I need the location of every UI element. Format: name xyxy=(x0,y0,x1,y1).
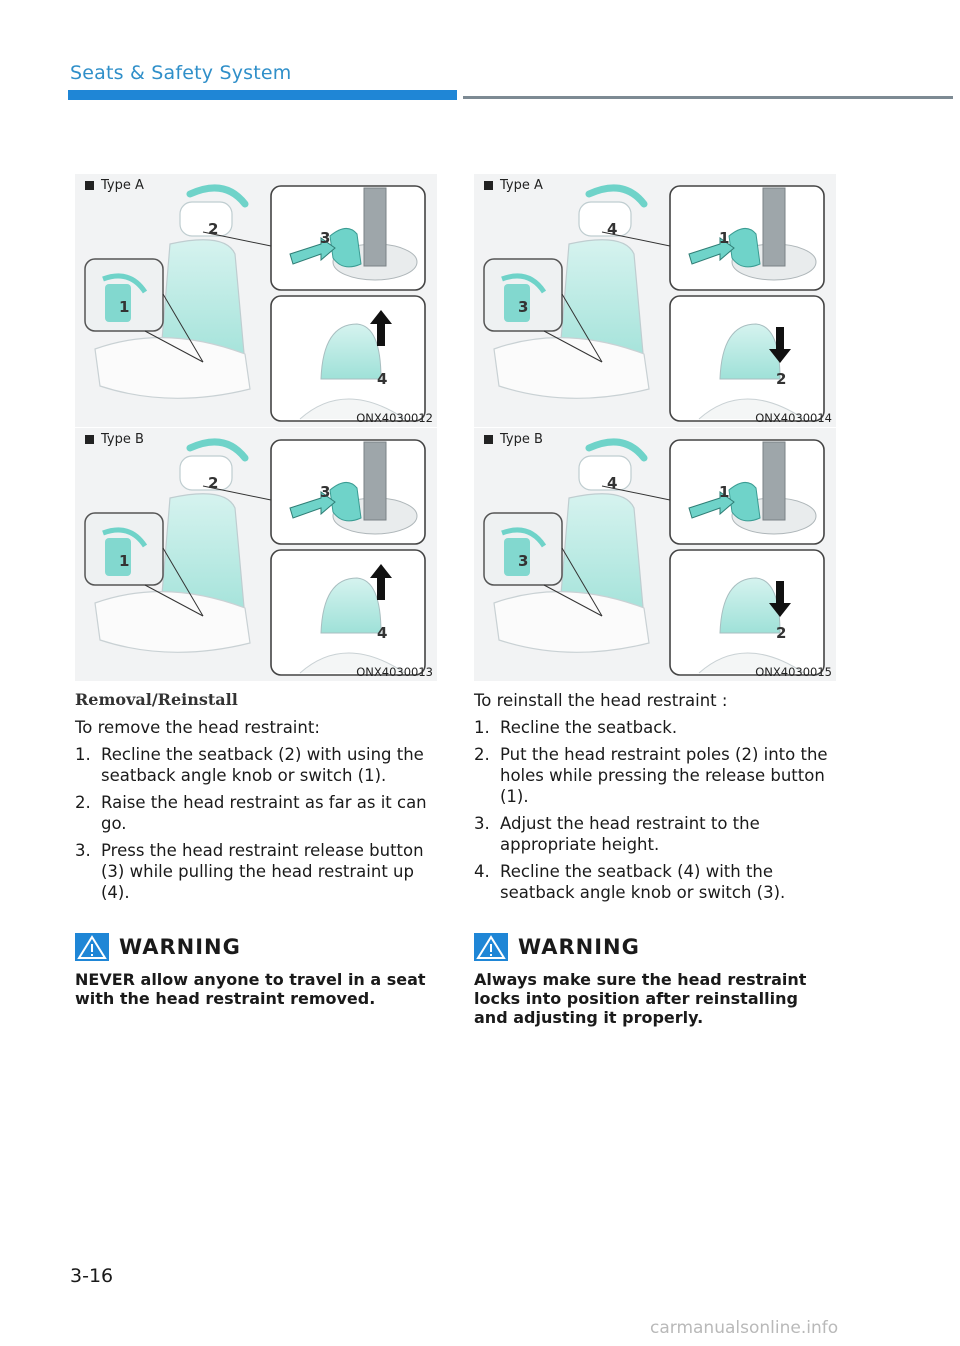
header-rule-blue xyxy=(68,90,457,100)
figure-code: ONX4030013 xyxy=(356,665,433,679)
callout-number: 2 xyxy=(208,474,219,492)
warning-text-left: NEVER allow anyone to travel in a seat w… xyxy=(75,970,426,1008)
remove-steps-list: 1.Recline the seatback (2) with using th… xyxy=(75,744,440,909)
callout-number: 1 xyxy=(719,229,730,247)
callout-number: 3 xyxy=(518,298,529,316)
watermark: carmanualsonline.info xyxy=(650,1318,839,1338)
seat-illustration xyxy=(483,184,825,422)
page-number: 3-16 xyxy=(70,1265,114,1287)
callout-number: 3 xyxy=(320,229,331,247)
reinstall-intro: To reinstall the head restraint : xyxy=(474,691,728,710)
callout-number: 2 xyxy=(776,370,787,388)
seat-illustration xyxy=(84,438,426,676)
callout-number: 1 xyxy=(719,483,730,501)
warning-header-right: WARNING xyxy=(474,933,640,961)
bullet-square-icon xyxy=(85,181,94,190)
list-item: 4.Recline the seatback (4) with the seat… xyxy=(474,862,786,902)
callout-number: 1 xyxy=(119,552,130,570)
callout-number: 1 xyxy=(119,298,130,316)
list-item: 3.Adjust the head restraint to the appro… xyxy=(474,814,760,854)
bullet-square-icon xyxy=(484,435,493,444)
remove-intro: To remove the head restraint: xyxy=(75,718,320,737)
list-item: 3.Press the head restraint release butto… xyxy=(75,841,424,902)
callout-number: 3 xyxy=(320,483,331,501)
reinstall-steps-list: 1.Recline the seatback. 2.Put the head r… xyxy=(474,717,836,909)
list-item: 1.Recline the seatback (2) with using th… xyxy=(75,745,424,785)
bullet-square-icon xyxy=(484,181,493,190)
figure-code: ONX4030015 xyxy=(755,665,832,679)
figure-type-label: Type B xyxy=(484,432,543,447)
callout-number: 4 xyxy=(607,220,618,238)
figure-type-label: Type A xyxy=(484,178,543,193)
header-rule-gray xyxy=(463,96,953,99)
callout-number: 3 xyxy=(518,552,529,570)
section-title: Seats & Safety System xyxy=(70,62,292,84)
callout-number: 2 xyxy=(776,624,787,642)
warning-text-right: Always make sure the head restraint lock… xyxy=(474,970,807,1027)
figure-type-label: Type A xyxy=(85,178,144,193)
list-item: 2.Put the head restraint poles (2) into … xyxy=(474,745,828,806)
seat-illustration xyxy=(84,184,426,422)
callout-number: 4 xyxy=(377,370,388,388)
warning-header-left: WARNING xyxy=(75,933,241,961)
callout-number: 2 xyxy=(208,220,219,238)
figure-type-label: Type B xyxy=(85,432,144,447)
section-heading-removal: Removal/Reinstall xyxy=(75,690,238,709)
callout-number: 4 xyxy=(377,624,388,642)
list-item: 2.Raise the head restraint as far as it … xyxy=(75,793,427,833)
warning-icon xyxy=(75,933,109,961)
figure-code: ONX4030014 xyxy=(755,411,832,425)
warning-title: WARNING xyxy=(518,935,640,959)
bullet-square-icon xyxy=(85,435,94,444)
list-item: 1.Recline the seatback. xyxy=(474,718,678,737)
figure-code: ONX4030012 xyxy=(356,411,433,425)
warning-icon xyxy=(474,933,508,961)
seat-illustration xyxy=(483,438,825,676)
callout-number: 4 xyxy=(607,474,618,492)
warning-title: WARNING xyxy=(119,935,241,959)
